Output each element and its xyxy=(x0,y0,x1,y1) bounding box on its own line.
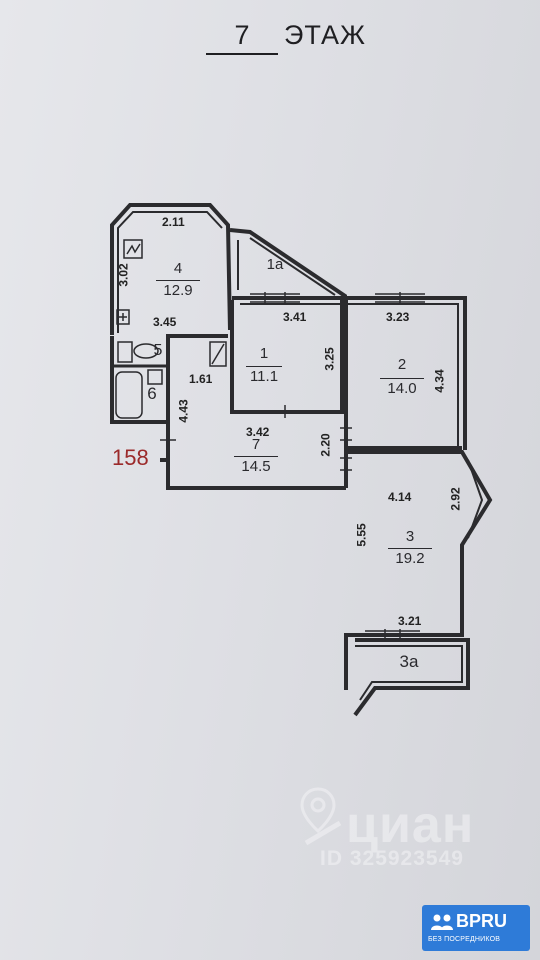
sink-icon xyxy=(116,309,130,325)
window-room-2 xyxy=(375,292,425,304)
watermark-brand: циан xyxy=(346,796,475,854)
dim-room-2-top: 3.23 xyxy=(386,310,410,324)
dim-hall-top: 3.42 xyxy=(246,425,270,439)
dim-room-1-top: 3.41 xyxy=(283,310,307,324)
dim-hall-left: 4.43 xyxy=(176,399,191,423)
dim-room-1-right: 3.25 xyxy=(322,347,337,371)
room-3-number: 3 xyxy=(405,528,415,545)
people-icon xyxy=(431,914,453,930)
dim-hall-right: 2.20 xyxy=(318,433,333,457)
badge-tagline: БЕЗ ПОСРЕДНИКОВ xyxy=(428,936,501,943)
map-pin-icon xyxy=(300,787,342,846)
bpru-badge[interactable]: BPRU БЕЗ ПОСРЕДНИКОВ xyxy=(422,905,530,951)
room-5-number: 5 xyxy=(153,342,163,359)
dim-hall-width: 1.61 xyxy=(189,372,213,386)
washbasin-icon xyxy=(117,341,133,363)
door-room-3 xyxy=(340,457,352,471)
window-room-1 xyxy=(250,292,300,304)
dim-room-3-top: 4.14 xyxy=(388,490,412,504)
badge-brand: BPRU xyxy=(456,911,508,931)
floor-number: 7 xyxy=(206,20,278,55)
wall-kitchen xyxy=(110,203,232,335)
room-3-area: 19.2 xyxy=(388,548,432,567)
dim-room-2-right: 4.34 xyxy=(432,369,447,393)
room-4-area: 12.9 xyxy=(156,280,200,299)
toilet-icon xyxy=(133,343,159,359)
room-2-number: 2 xyxy=(397,356,407,373)
room-6-number: 6 xyxy=(147,384,157,403)
shaft-icon xyxy=(209,341,227,367)
room-1-area: 11.1 xyxy=(246,366,282,385)
floor-label: ЭТАЖ xyxy=(284,20,366,50)
cian-watermark: циан ID 325923549 xyxy=(300,775,520,885)
wall-top-exterior xyxy=(232,296,467,450)
wall-room-1 xyxy=(230,300,344,414)
room-7-area: 14.5 xyxy=(234,456,278,475)
wall-loggia-3a xyxy=(353,638,470,717)
wall-hall xyxy=(160,422,346,490)
door-room-2 xyxy=(340,427,352,441)
bath-sink-icon xyxy=(147,369,163,385)
window-room-3 xyxy=(365,629,420,641)
wall-kitchen-inner xyxy=(117,211,223,333)
bathtub-icon xyxy=(115,371,143,419)
dim-kitchen-bottom: 3.45 xyxy=(153,315,177,329)
room-7-number: 7 xyxy=(251,436,261,453)
room-1a-number: 1а xyxy=(266,256,284,273)
room-2-area: 14.0 xyxy=(380,378,424,397)
wall-room-3 xyxy=(344,450,493,690)
room-1-number: 1 xyxy=(259,345,269,362)
wall-top-exterior-inner xyxy=(240,303,459,446)
dim-kitchen-left: 3.02 xyxy=(116,263,131,287)
dim-room-3-bay: 2.92 xyxy=(448,487,463,511)
dim-room-3-bottom: 3.21 xyxy=(398,614,422,628)
room-3a-number: 3а xyxy=(399,652,419,671)
watermark-listing-id: ID 325923549 xyxy=(320,847,464,870)
dim-room-3-left: 5.55 xyxy=(354,523,369,547)
stove-icon xyxy=(123,239,143,259)
plan-code: 158 xyxy=(112,445,149,470)
dim-kitchen-top: 2.11 xyxy=(162,215,185,229)
room-4-number: 4 xyxy=(173,260,183,277)
wall-loggia-1a-inner xyxy=(237,237,336,296)
wall-loggia-3a-inner xyxy=(355,645,463,701)
wall-room-3-inner xyxy=(467,459,484,539)
